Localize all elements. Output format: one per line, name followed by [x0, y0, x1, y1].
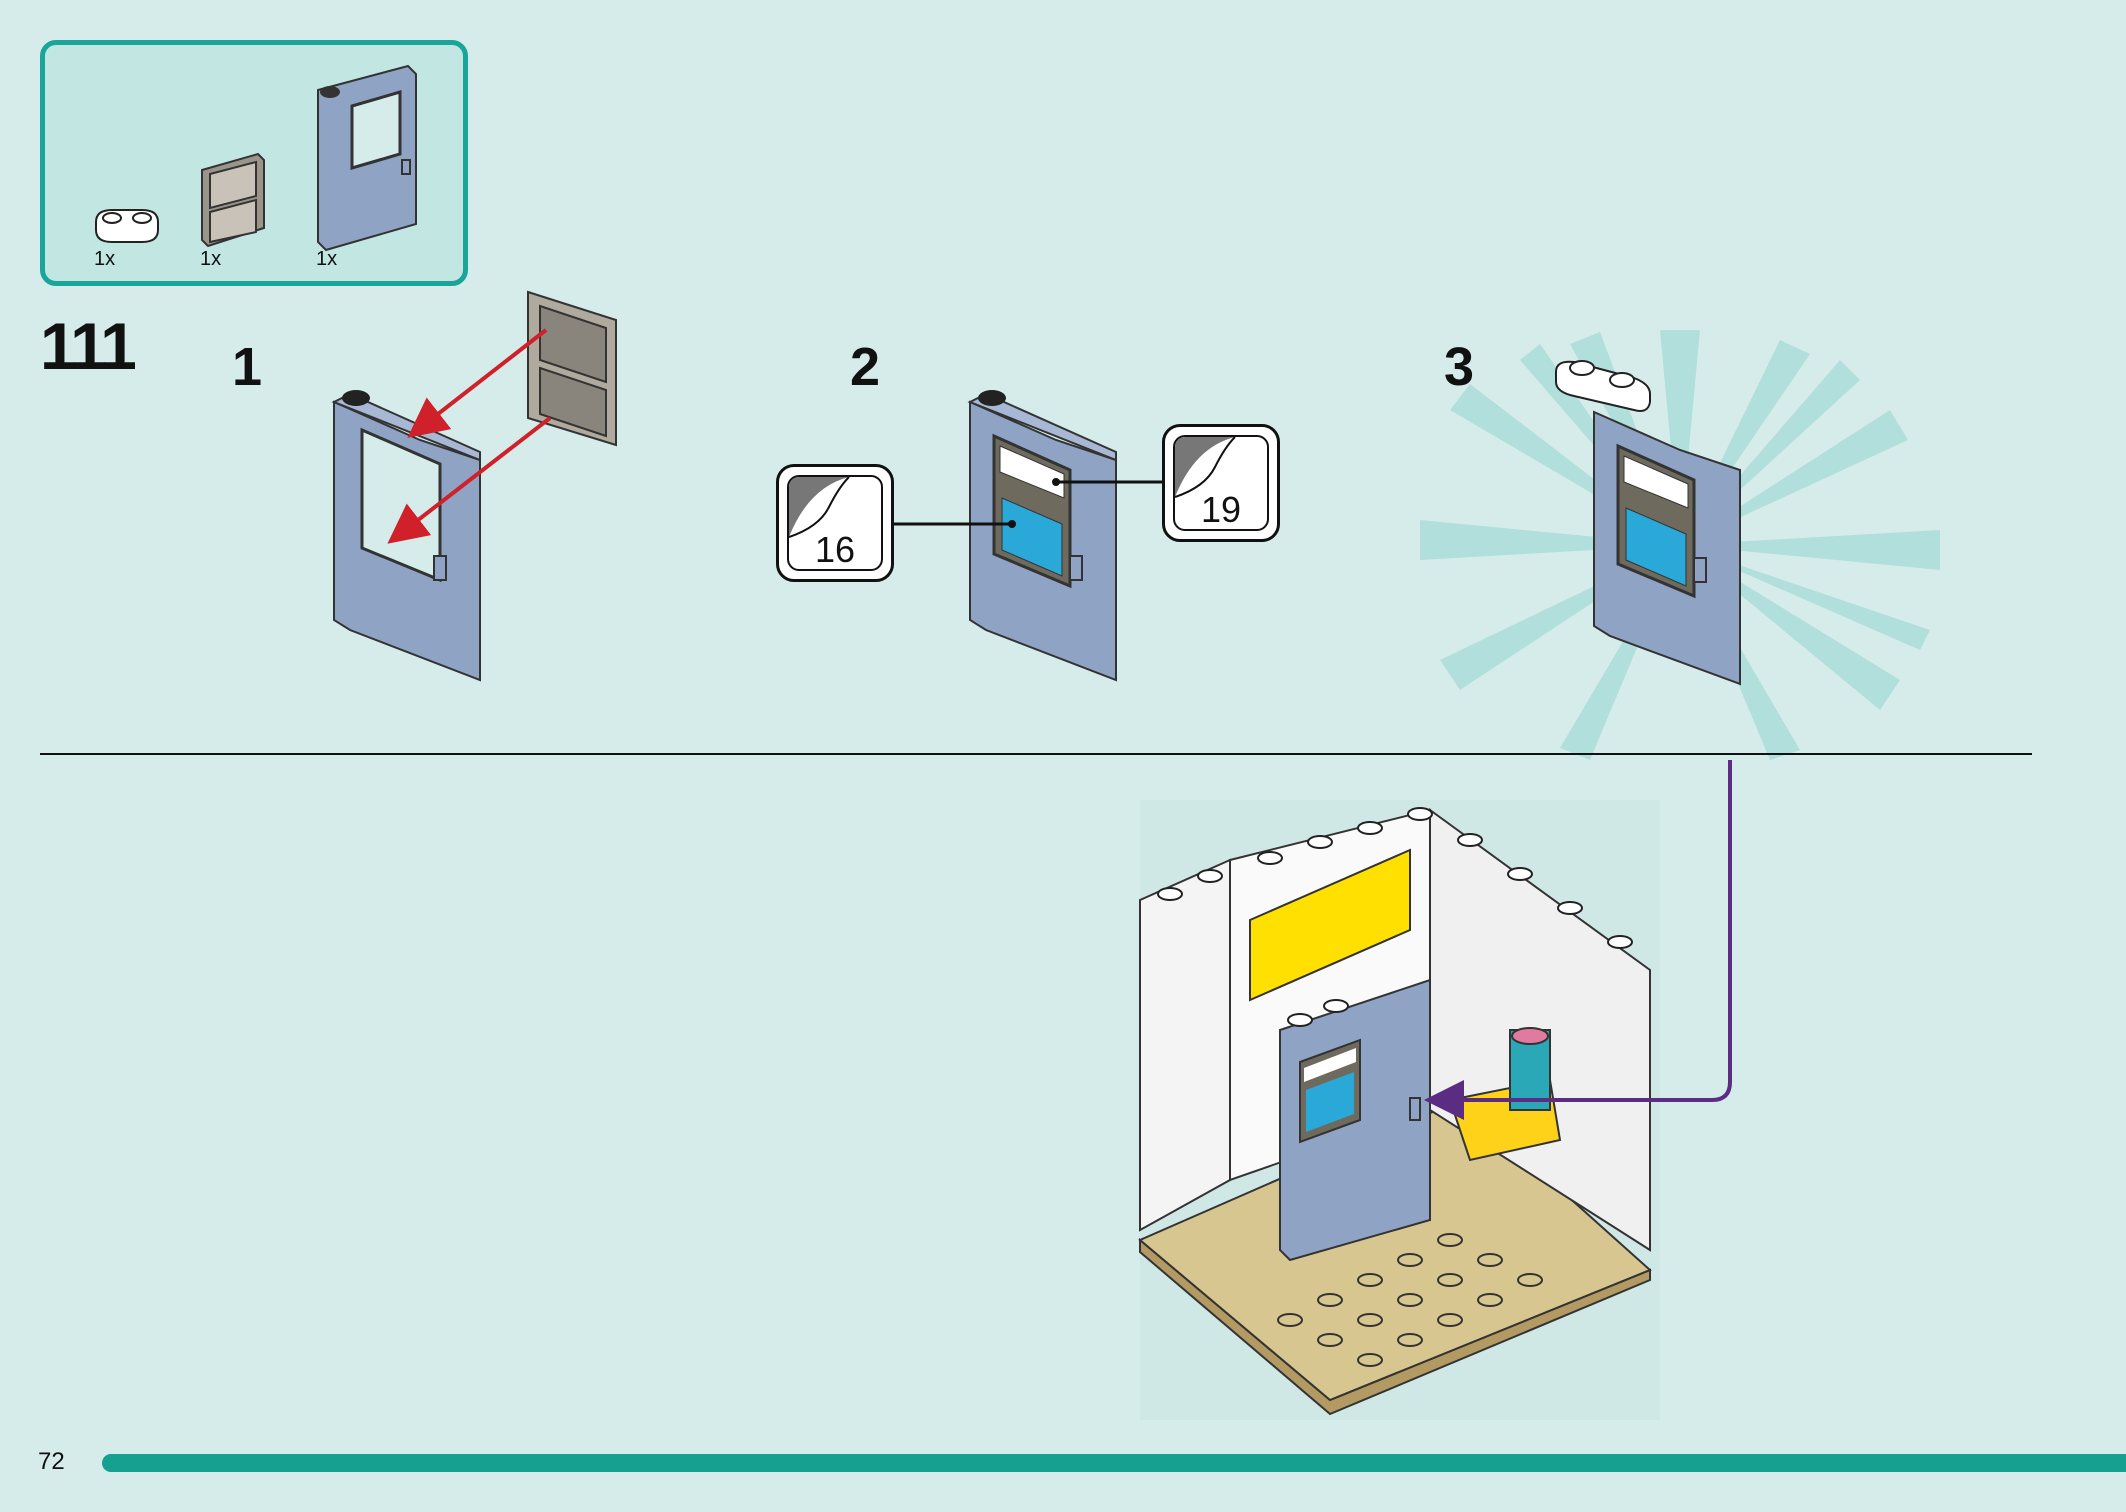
progress-bar: [102, 1454, 2126, 1472]
window-pane-part-icon: [201, 152, 265, 248]
step-number: 111: [40, 309, 137, 383]
door-part-icon: [317, 64, 417, 252]
white-plate-part-icon: [95, 209, 159, 243]
sticker-icon: [1173, 435, 1269, 531]
sub-step-2-number: 2: [850, 337, 881, 397]
sticker-19-number: 19: [1200, 489, 1242, 530]
step-divider: [40, 753, 2032, 755]
door-step-2-icon: [967, 390, 1117, 682]
window-pane-step-1-icon: [527, 290, 617, 447]
sub-step-1-number: 1: [232, 337, 263, 397]
sticker-19: 19: [1162, 424, 1280, 542]
sticker-16-number: 16: [814, 529, 856, 570]
part-3-qty: 1x: [316, 248, 338, 270]
page-number: 72: [38, 1448, 65, 1475]
door-step-3-icon: [1555, 360, 1741, 686]
part-2-qty: 1x: [200, 248, 222, 270]
toilet-booth-model-icon: [1138, 800, 1660, 1420]
part-1-qty: 1x: [94, 248, 116, 270]
sticker-16: 16: [776, 464, 894, 582]
sticker-icon: [787, 475, 883, 571]
